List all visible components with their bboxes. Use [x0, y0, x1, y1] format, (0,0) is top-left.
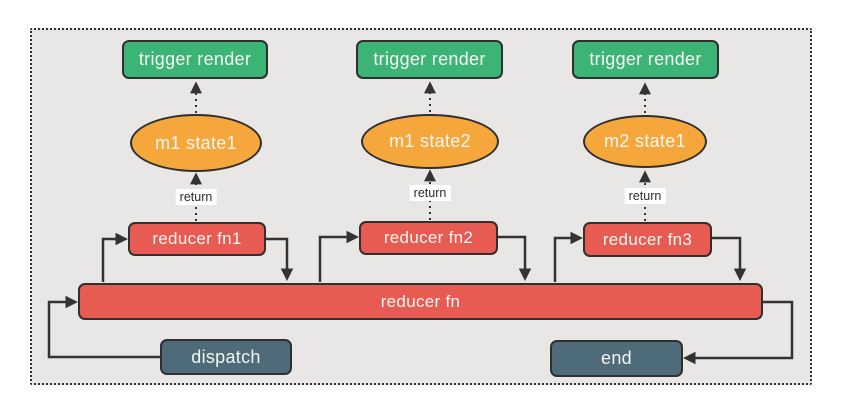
end-box: end [550, 340, 683, 377]
reducer-fn-main-box: reducer fn [78, 283, 763, 320]
state-ellipse-m1-state1: m1 state1 [130, 114, 262, 172]
arrow-reducerfn-to-end [683, 300, 794, 365]
return-label-3: return [624, 188, 666, 204]
arrow-fn1-to-reducerfn [265, 237, 294, 281]
state-ellipse-m2-state1: m2 state1 [583, 115, 707, 168]
diagram-dotted-frame [30, 28, 812, 385]
return-label-1: return [175, 189, 217, 205]
trigger-render-box-3: trigger render [572, 40, 719, 79]
dispatch-box: dispatch [160, 339, 292, 375]
arrow-dispatch-to-reducerfn [47, 295, 160, 359]
state-ellipse-m1-state2: m1 state2 [361, 114, 499, 169]
arrow-reducerfn-to-fn3 [553, 231, 583, 282]
arrow-fn2-to-reducerfn [497, 235, 532, 281]
trigger-render-box-2: trigger render [356, 40, 503, 79]
arrow-fn3-to-reducerfn [711, 236, 747, 281]
arrow-reducerfn-to-fn1 [101, 232, 128, 282]
reducer-fn3-box: reducer fn3 [583, 222, 712, 257]
return-label-2: return [409, 185, 451, 201]
reducer-fn1-box: reducer fn1 [128, 222, 266, 256]
trigger-render-box-1: trigger render [122, 40, 268, 79]
reducer-fn2-box: reducer fn2 [359, 221, 498, 255]
arrow-reducerfn-to-fn2 [318, 230, 359, 282]
